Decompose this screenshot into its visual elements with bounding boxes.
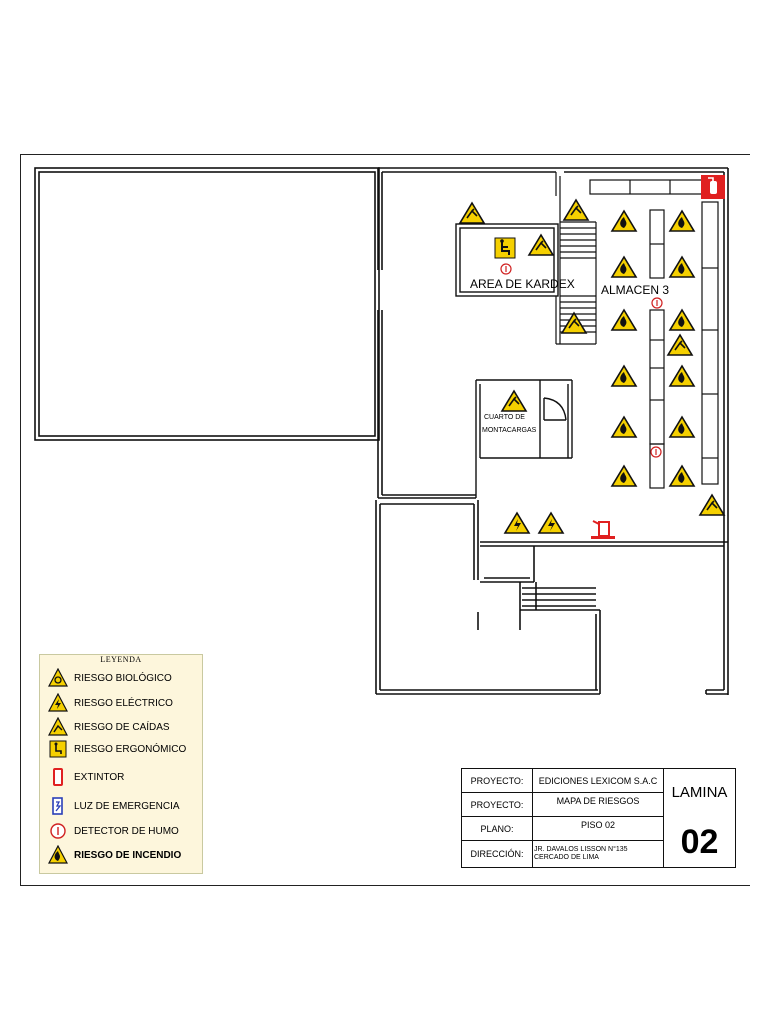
- emergency-light-icon: [48, 796, 68, 816]
- legend: LEYENDA RIESGO BIOLÓGICO RIESGO ELÉCTRIC…: [39, 654, 203, 874]
- legend-item-falls: RIESGO DE CAÍDAS: [48, 716, 170, 738]
- extinguisher-floor-icon: [591, 520, 615, 539]
- upper-stairs: [555, 172, 597, 345]
- extinguisher-icon: [701, 175, 725, 199]
- fire-risk-icons: [611, 210, 695, 487]
- legend-item-biological: RIESGO BIOLÓGICO: [48, 667, 172, 689]
- extinguisher-icon: [48, 767, 68, 787]
- legend-label: RIESGO DE CAÍDAS: [74, 721, 170, 733]
- biological-risk-icon: [48, 668, 68, 688]
- almacen-label: ALMACEN 3: [601, 283, 670, 297]
- direccion-value: JR. DAVALOS LISSON N°135 CERCADO DE LIMA: [533, 841, 664, 867]
- legend-title: LEYENDA: [100, 655, 142, 664]
- forklift-room-walls: [475, 379, 573, 498]
- legend-label: DETECTOR DE HUMO: [74, 825, 179, 837]
- legend-label: LUZ DE EMERGENCIA: [74, 800, 180, 812]
- legend-label: RIESGO ERGONÓMICO: [74, 743, 187, 755]
- legend-label: RIESGO BIOLÓGICO: [74, 672, 172, 684]
- legend-label: RIESGO DE INCENDIO: [74, 849, 182, 861]
- legend-item-smoke-detector: DETECTOR DE HUMO: [48, 820, 179, 842]
- kardex-room-walls: [455, 223, 559, 297]
- plano-label: PLANO:: [462, 817, 533, 841]
- smoke-detector-icons: [500, 263, 663, 458]
- lamina-label: LAMINA: [671, 784, 728, 801]
- title-block: PROYECTO: EDICIONES LEXICOM S.A.C PROYEC…: [461, 768, 736, 868]
- legend-item-ergonomic: RIESGO ERGONÓMICO: [48, 738, 186, 760]
- proyecto-value-2: MAPA DE RIESGOS: [533, 793, 664, 817]
- plano-value: PISO 02: [533, 817, 664, 841]
- smoke-detector-icon: [48, 821, 68, 841]
- legend-item-emergency-light: LUZ DE EMERGENCIA: [48, 795, 180, 817]
- legend-item-electrical: RIESGO ELÉCTRICO: [48, 692, 173, 714]
- proyecto-label-2: PROYECTO:: [462, 793, 533, 817]
- ergonomic-risk-icon: [48, 739, 68, 759]
- drawing-sheet: [20, 154, 750, 886]
- building-walls: [375, 167, 729, 695]
- shelving: [589, 179, 719, 489]
- forklift-room-label-1: CUARTO DE: [484, 414, 525, 421]
- fall-risk-icon: [48, 717, 68, 737]
- direccion-line-2: CERCADO DE LIMA: [534, 854, 599, 861]
- proyecto-value-1: EDICIONES LEXICOM S.A.C: [533, 769, 664, 793]
- fall-risk-icons: [459, 199, 725, 516]
- kardex-area-label: AREA DE KARDEX: [470, 277, 575, 291]
- electrical-risk-icons: [504, 512, 564, 534]
- electrical-risk-icon: [48, 693, 68, 713]
- left-room-walls: [34, 167, 380, 441]
- legend-item-fire: RIESGO DE INCENDIO: [48, 844, 181, 866]
- lamina-number: 02: [680, 823, 719, 861]
- ergonomic-risk-icon: [494, 237, 516, 259]
- legend-item-extinguisher: EXTINTOR: [48, 766, 124, 788]
- forklift-room-label-2: MONTACARGAS: [482, 427, 537, 434]
- legend-label: RIESGO ELÉCTRICO: [74, 697, 173, 709]
- direccion-label: DIRECCIÓN:: [462, 841, 533, 867]
- direccion-line-1: JR. DAVALOS LISSON N°135: [534, 846, 628, 853]
- proyecto-label-1: PROYECTO:: [462, 769, 533, 793]
- fire-risk-icon: [48, 845, 68, 865]
- legend-label: EXTINTOR: [74, 771, 125, 783]
